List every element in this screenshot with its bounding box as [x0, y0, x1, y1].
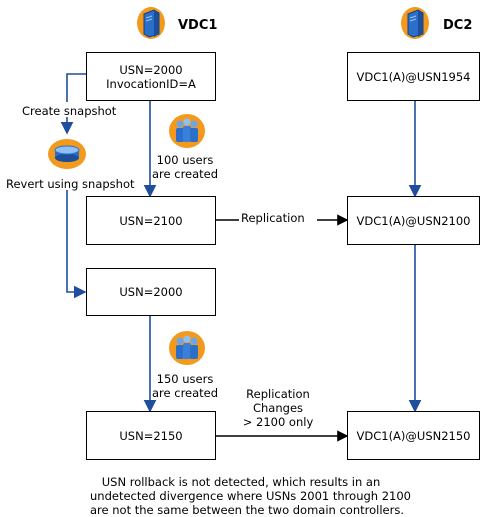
caption-line2: undetected divergence where USNs 2001 th…: [90, 489, 411, 503]
label-create-snapshot: Create snapshot: [22, 104, 117, 118]
box-line1: USN=2000: [119, 285, 183, 299]
box-dc2-usn1954: VDC1(A)@USN1954: [347, 52, 480, 101]
label-replication-1: Replication: [241, 211, 305, 225]
label-line2: are created: [152, 167, 219, 181]
label-150-users: 150 users are created: [152, 372, 218, 400]
label-revert-snapshot: Revert using snapshot: [6, 177, 135, 191]
header-vdc1: VDC1: [178, 18, 218, 33]
box-dc2-usn2100: VDC1(A)@USN2100: [347, 196, 480, 245]
users-icon-100: [169, 114, 205, 148]
box-line1: USN=2100: [119, 213, 183, 228]
label-line1: Replication: [246, 387, 310, 401]
arrow-create-snapshot: [66, 73, 86, 102]
caption-line3: are not the same between the two domain …: [90, 503, 404, 517]
server-icon-vdc1: [137, 7, 165, 39]
box-line1: USN=2000: [119, 62, 183, 77]
label-line1: 150 users: [156, 372, 214, 386]
box-line1: VDC1(A)@USN2100: [356, 213, 471, 228]
arrow-revert-snapshot: [66, 190, 87, 299]
box-usn2000-invocation: USN=2000 InvocationID=A: [86, 52, 216, 101]
snapshot-disk-icon: [48, 139, 86, 169]
box-dc2-usn2150: VDC1(A)@USN2150: [347, 411, 480, 460]
label-replication-2: Replication Changes > 2100 only: [240, 387, 316, 429]
box-line2: InvocationID=A: [106, 76, 196, 91]
label-line2: Changes: [252, 401, 304, 415]
box-line1: VDC1(A)@USN2150: [356, 428, 471, 443]
box-usn2000-restored: USN=2000: [86, 268, 216, 316]
server-icon-dc2: [401, 7, 429, 39]
box-line1: USN=2150: [119, 428, 183, 443]
label-line2: are created: [152, 386, 219, 400]
label-100-users: 100 users are created: [152, 153, 218, 181]
box-line1: VDC1(A)@USN1954: [356, 69, 471, 84]
header-dc2: DC2: [443, 18, 473, 33]
caption-line1: USN rollback is not detected, which resu…: [101, 475, 381, 489]
box-usn2100: USN=2100: [86, 196, 216, 245]
label-line3: > 2100 only: [242, 415, 314, 429]
users-icon-150: [169, 331, 205, 365]
caption: USN rollback is not detected, which resu…: [90, 475, 411, 517]
box-usn2150: USN=2150: [86, 411, 216, 460]
label-line1: 100 users: [156, 153, 214, 167]
